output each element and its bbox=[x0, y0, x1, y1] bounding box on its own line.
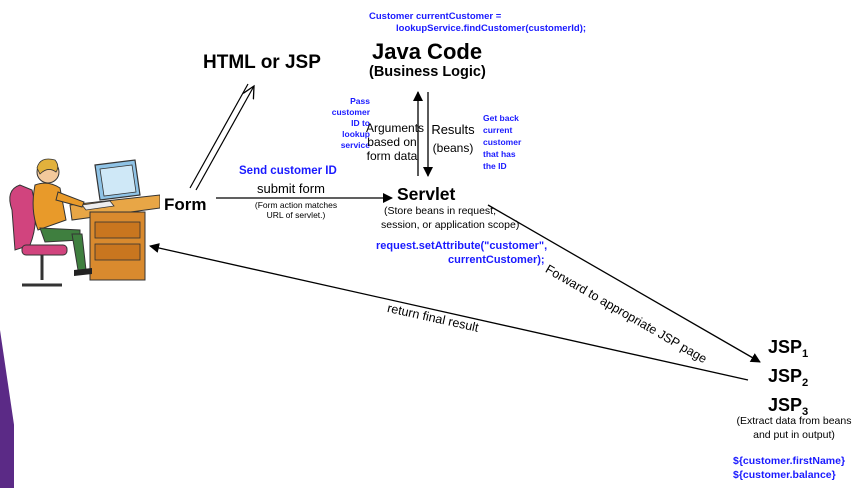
set-attribute-code: request.setAttribute("customer", current… bbox=[376, 239, 547, 267]
jsp-3-base: JSP bbox=[768, 394, 803, 415]
pass-note-line-1: Pass bbox=[350, 96, 370, 106]
jsp-1-base: JSP bbox=[768, 337, 803, 357]
arguments-line-2: based on bbox=[367, 135, 417, 149]
servlet-note-line-2: session, or application scope) bbox=[381, 219, 520, 231]
code-snippet: Customer currentCustomer = lookupService… bbox=[369, 11, 586, 35]
arrow-form-to-html-b bbox=[195, 86, 254, 191]
getback-line-4: that has bbox=[483, 149, 516, 159]
jsp-2: JSP2 bbox=[768, 365, 808, 394]
arrow-servlet-to-jsp bbox=[487, 204, 761, 363]
extract-note-line-1: (Extract data from beans bbox=[736, 415, 852, 427]
jsp-list: JSP1 JSP2 JSP3 bbox=[768, 336, 808, 423]
arrow-form-to-html-a bbox=[189, 83, 249, 189]
set-attribute-line-1: request.setAttribute("customer", bbox=[376, 240, 548, 252]
pass-note-line-2: customer bbox=[331, 107, 370, 117]
extract-note: (Extract data from beans and put in outp… bbox=[733, 414, 855, 442]
results-label: Results (beans) bbox=[430, 121, 476, 157]
jsp-3: JSP3 bbox=[768, 394, 808, 423]
code-snippet-line-1: Customer currentCustomer = bbox=[369, 11, 502, 22]
arguments-label: Arguments based on form data bbox=[366, 121, 425, 163]
jsp-2-base: JSP bbox=[768, 365, 803, 386]
form-action-note: (Form action matches URL of servlet.) bbox=[243, 200, 349, 220]
getback-line-1: Get back bbox=[483, 113, 519, 123]
getback-line-3: customer bbox=[483, 137, 522, 147]
form-action-line-2: URL of servlet.) bbox=[266, 210, 326, 220]
set-attribute-line-2: currentCustomer); bbox=[448, 254, 545, 266]
send-customer-id-label: Send customer ID bbox=[239, 165, 337, 177]
getback-line-2: current bbox=[483, 125, 513, 135]
form-label: Form bbox=[164, 195, 207, 214]
jsp-1-sub: 1 bbox=[802, 347, 809, 360]
extract-note-line-2: and put in output) bbox=[753, 429, 835, 441]
person-at-computer-icon bbox=[9, 158, 160, 287]
jsp-2-sub: 2 bbox=[802, 376, 809, 389]
getback-line-5: the ID bbox=[483, 161, 507, 171]
el-balance: ${customer.balance} bbox=[733, 469, 836, 481]
java-code-subtitle: (Business Logic) bbox=[369, 64, 486, 80]
jsp-1: JSP1 bbox=[768, 336, 808, 365]
submit-form-label: submit form bbox=[257, 181, 325, 196]
pass-note-line-3: ID to bbox=[351, 118, 370, 128]
form-action-line-1: (Form action matches bbox=[254, 200, 338, 210]
el-first-name: ${customer.firstName} bbox=[733, 455, 846, 467]
results-line-1: Results bbox=[431, 122, 475, 137]
servlet-title: Servlet bbox=[397, 184, 456, 204]
code-snippet-line-2: lookupService.findCustomer(customerId); bbox=[396, 23, 587, 34]
pass-note-line-4: lookup bbox=[342, 129, 370, 139]
pass-note-line-5: service bbox=[340, 140, 370, 150]
pass-customer-note: Pass customer ID to lookup service bbox=[322, 96, 370, 151]
java-code-title: Java Code bbox=[372, 39, 483, 64]
arguments-line-3: form data bbox=[366, 149, 418, 163]
servlet-note: (Store beans in request, session, or app… bbox=[381, 204, 520, 232]
el-expressions: ${customer.firstName} ${customer.balance… bbox=[733, 454, 845, 482]
jsp-3-sub: 3 bbox=[802, 405, 809, 418]
arrow-return-to-user bbox=[149, 243, 749, 381]
arguments-line-1: Arguments bbox=[366, 121, 425, 135]
servlet-note-line-1: (Store beans in request, bbox=[383, 205, 497, 217]
html-jsp-label: HTML or JSP bbox=[203, 52, 321, 73]
get-back-note: Get back current customer that has the I… bbox=[483, 112, 521, 172]
results-line-2: (beans) bbox=[432, 141, 474, 155]
